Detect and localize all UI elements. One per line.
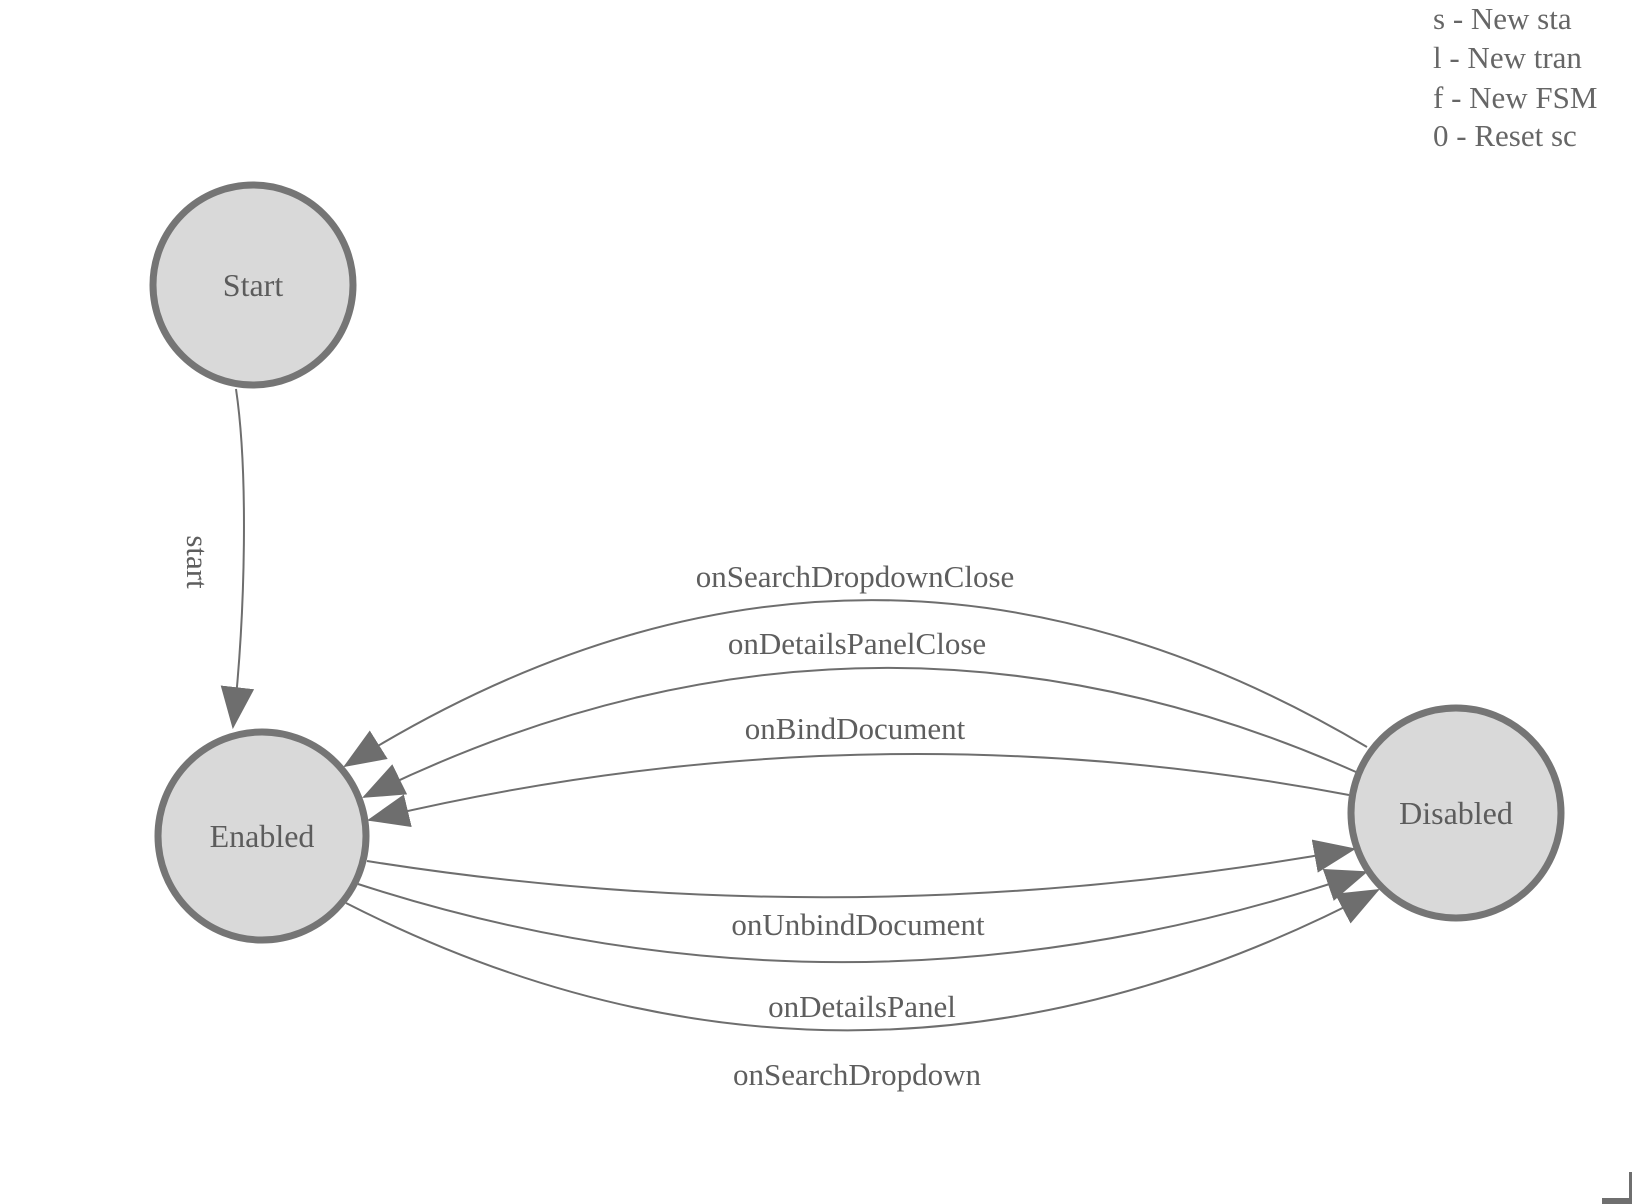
- state-label-start: Start: [223, 267, 284, 303]
- edge-onunbinddocument: [366, 839, 1357, 899]
- state-node-enabled[interactable]: Enabled: [154, 728, 370, 944]
- edge-label-ondetailspanelclose: onDetailsPanelClose: [728, 626, 986, 661]
- corner-bracket-horizontal-bar: [1602, 1198, 1632, 1204]
- edge-ondetailspanel: [357, 869, 1368, 964]
- state-circle-start[interactable]: [149, 181, 357, 389]
- state-label-disabled: Disabled: [1399, 795, 1513, 831]
- corner-bracket-vertical-bar: [1629, 1172, 1632, 1204]
- edge-onbinddocument: [366, 753, 1350, 828]
- edge-label-start: start: [180, 535, 215, 589]
- edge-label-onunbinddocument: onUnbindDocument: [731, 907, 985, 942]
- edge-start-to-enabled: [220, 388, 255, 730]
- state-circle-enabled[interactable]: [154, 728, 370, 944]
- legend-line-reset: 0 - Reset sc: [1433, 118, 1577, 153]
- edge-label-onsearchdropdownclose: onSearchDropdownClose: [696, 559, 1015, 594]
- edge-labels-layer: start onSearchDropdownClose onDetailsPan…: [180, 535, 1014, 1092]
- legend-line-new-transition: l - New tran: [1433, 40, 1582, 75]
- edge-label-ondetailspanel: onDetailsPanel: [768, 989, 956, 1024]
- canvas-corner-bracket: [1602, 1172, 1632, 1204]
- edge-onsearchdropdownclose: [343, 599, 1368, 768]
- edge-label-onsearchdropdown: onSearchDropdown: [733, 1057, 981, 1092]
- edge-onsearchdropdown: [345, 889, 1380, 1032]
- state-node-disabled[interactable]: Disabled: [1347, 704, 1565, 922]
- legend-line-new-fsm: f - New FSM: [1433, 80, 1597, 115]
- state-circle-disabled[interactable]: [1347, 704, 1565, 922]
- state-label-enabled: Enabled: [210, 818, 315, 854]
- edge-ondetailspanelclose: [362, 666, 1357, 798]
- state-node-start[interactable]: Start: [149, 181, 357, 389]
- edges-layer: [220, 388, 1380, 1032]
- shortcut-legend: s - New sta l - New tran f - New FSM 0 -…: [1433, 1, 1597, 153]
- legend-line-new-state: s - New sta: [1433, 1, 1572, 36]
- edge-label-onbinddocument: onBindDocument: [745, 711, 966, 746]
